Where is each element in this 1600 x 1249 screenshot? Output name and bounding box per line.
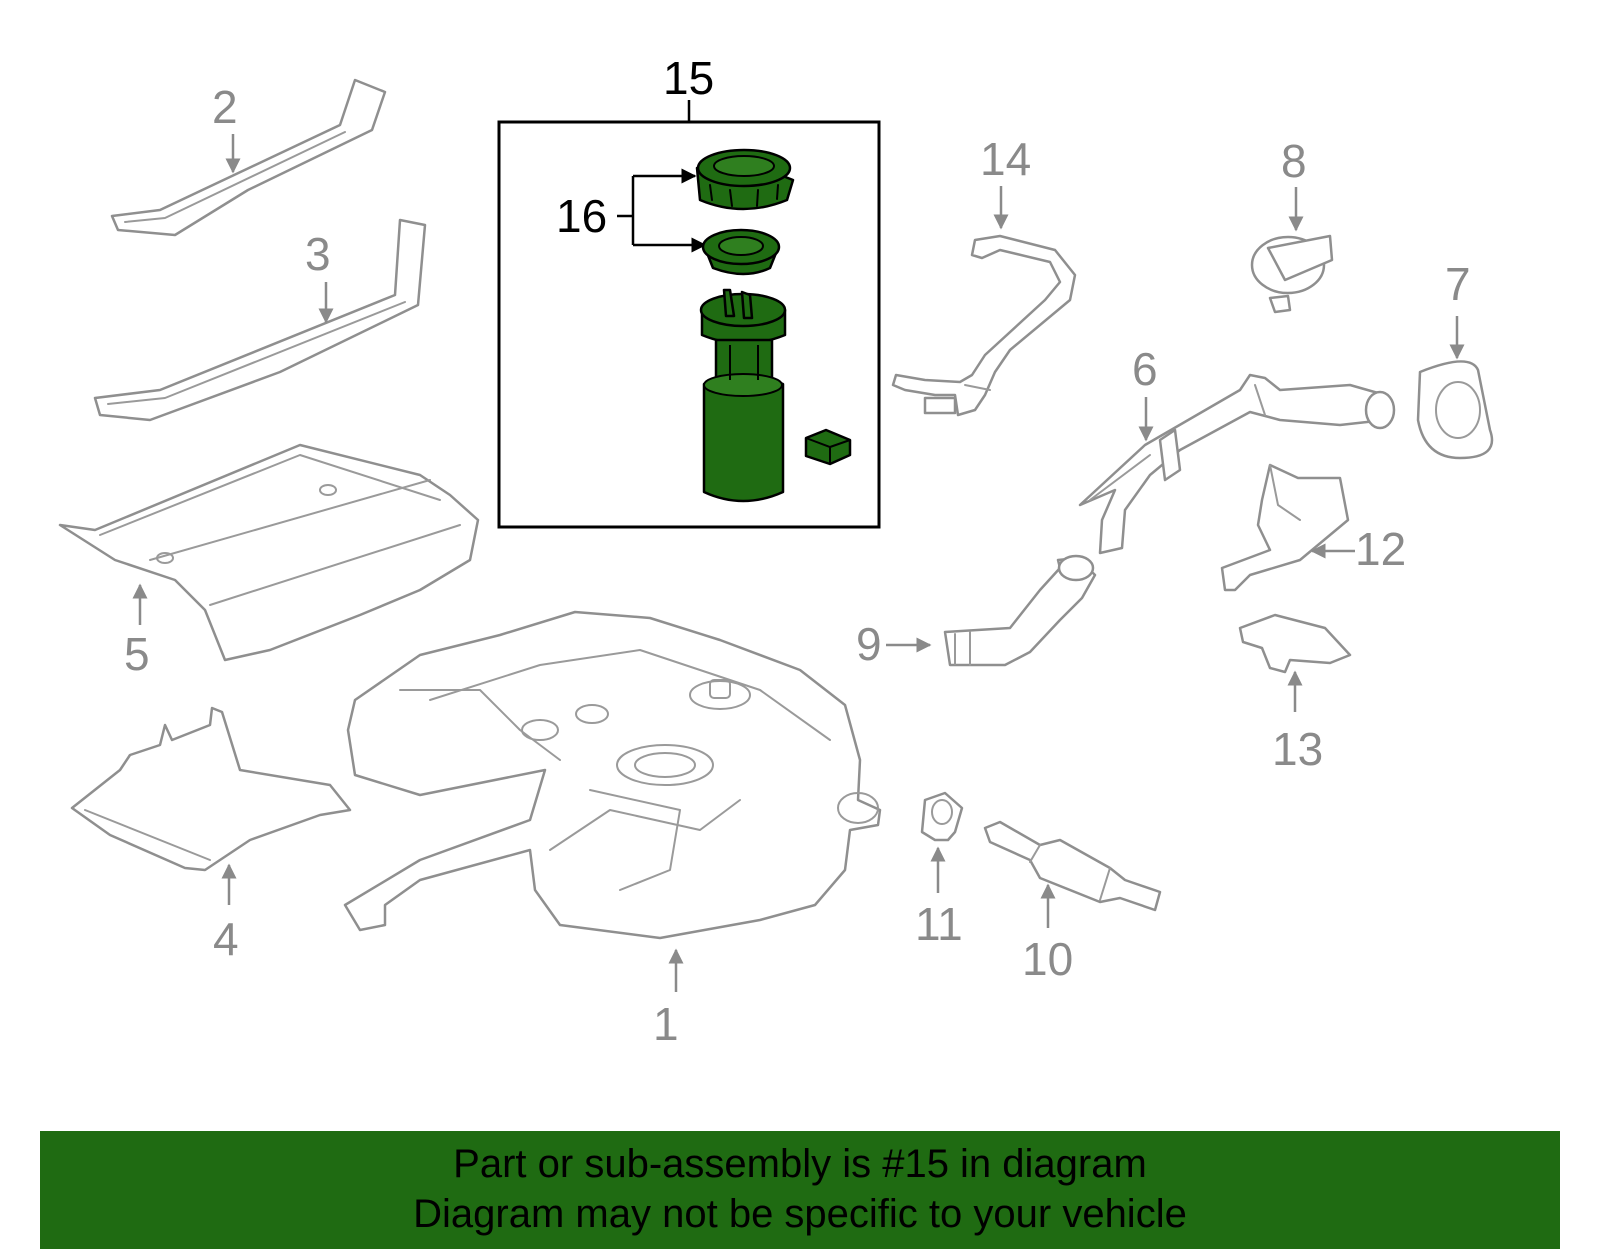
part-7-filler-door — [1416, 360, 1494, 460]
callout-12: 12 — [1355, 523, 1406, 575]
callout-1: 1 — [653, 998, 679, 1050]
callout-9: 9 — [856, 618, 882, 670]
callout-6: 6 — [1132, 343, 1158, 395]
part-4-shield — [70, 706, 352, 872]
part-1-fuel-tank — [343, 610, 882, 940]
leader-16-bracket — [617, 176, 635, 245]
callout-5: 5 — [124, 628, 150, 680]
callout-3: 3 — [305, 228, 331, 280]
callout-13: 13 — [1272, 723, 1323, 775]
part-13-bracket — [1238, 613, 1352, 674]
notice-banner: Part or sub-assembly is #15 in diagram D… — [40, 1131, 1560, 1249]
part-12-bracket — [1220, 463, 1350, 592]
part-3-tank-strap — [93, 218, 427, 422]
part-15-fuel-pump-module — [699, 288, 787, 503]
assembly-15-box — [497, 120, 881, 529]
banner-line-1: Part or sub-assembly is #15 in diagram — [453, 1142, 1147, 1186]
part-9-hose — [943, 554, 1097, 667]
callout-10: 10 — [1022, 933, 1073, 985]
callout-15: 15 — [663, 52, 714, 104]
callout-11: 11 — [915, 898, 963, 950]
callout-7: 7 — [1445, 258, 1471, 310]
part-16-gasket — [701, 228, 781, 276]
part-16-lock-ring — [695, 148, 795, 211]
callout-16: 16 — [556, 190, 607, 242]
part-14-vent-tube — [891, 234, 1077, 417]
part-5-heat-shield — [58, 443, 480, 662]
part-11-clamp — [920, 791, 964, 842]
callout-2: 2 — [212, 81, 238, 133]
banner-line-2: Diagram may not be specific to your vehi… — [413, 1192, 1187, 1236]
part-6-filler-pipe — [1078, 373, 1396, 555]
part-8-fuel-cap — [1250, 234, 1334, 314]
part-2-tank-strap — [110, 78, 387, 237]
callout-4: 4 — [213, 913, 239, 965]
callout-14: 14 — [980, 133, 1031, 185]
callout-8: 8 — [1281, 135, 1307, 187]
part-10-filter — [983, 820, 1162, 912]
part-15-sender-block — [804, 428, 852, 466]
